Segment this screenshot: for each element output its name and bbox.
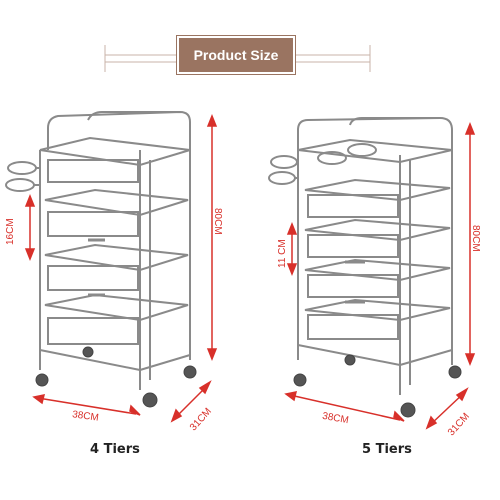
cart2-wheel bbox=[344, 354, 356, 366]
cart1-shelf-4 bbox=[44, 293, 189, 322]
cart1-width-arrow bbox=[37, 397, 137, 415]
cart2-shelf-4 bbox=[304, 258, 451, 282]
cart2-drawer-3 bbox=[307, 274, 399, 298]
cart1-shelf-2 bbox=[44, 188, 189, 217]
cart2-wheel bbox=[448, 365, 462, 379]
cart2-drawer-2 bbox=[307, 234, 399, 258]
cart2-holder-top bbox=[270, 155, 298, 169]
cart2-shelf-1 bbox=[297, 138, 453, 164]
cart2-width-arrow bbox=[289, 394, 401, 421]
cart1-wheel bbox=[142, 392, 158, 408]
cart2-wheel bbox=[400, 402, 416, 418]
cart2-height-label: 80CM bbox=[470, 225, 481, 252]
cart1-drawer-2 bbox=[47, 211, 139, 237]
cart1-tier-label: 4 Tiers bbox=[90, 442, 140, 457]
cart1-drawer-3 bbox=[47, 265, 139, 291]
cart1-wheel bbox=[183, 365, 197, 379]
cart2-shelf-2 bbox=[304, 178, 451, 202]
cart2-drawer-4 bbox=[307, 314, 399, 340]
cart2-shelf-5 bbox=[304, 298, 451, 322]
cart2-drawer-1 bbox=[307, 194, 399, 218]
header-rules bbox=[104, 45, 371, 72]
cart2-holder-bottom bbox=[268, 171, 296, 185]
cart1-drawer-4 bbox=[47, 317, 139, 345]
cart1-handle-back bbox=[87, 111, 180, 121]
cart2-shelf-3 bbox=[304, 218, 451, 242]
page-title: Product Size bbox=[176, 35, 296, 75]
cart1-wheel bbox=[82, 346, 94, 358]
cart1-handle-front bbox=[47, 110, 191, 150]
cart2-handle-back bbox=[349, 117, 440, 126]
cart1-wheel bbox=[35, 373, 49, 387]
cart2-wheel bbox=[293, 373, 307, 387]
cart2-gap-label: 11 CM bbox=[277, 239, 288, 268]
cart1-drawer-1 bbox=[47, 159, 139, 183]
cart2-tier-label: 5 Tiers bbox=[362, 442, 412, 457]
